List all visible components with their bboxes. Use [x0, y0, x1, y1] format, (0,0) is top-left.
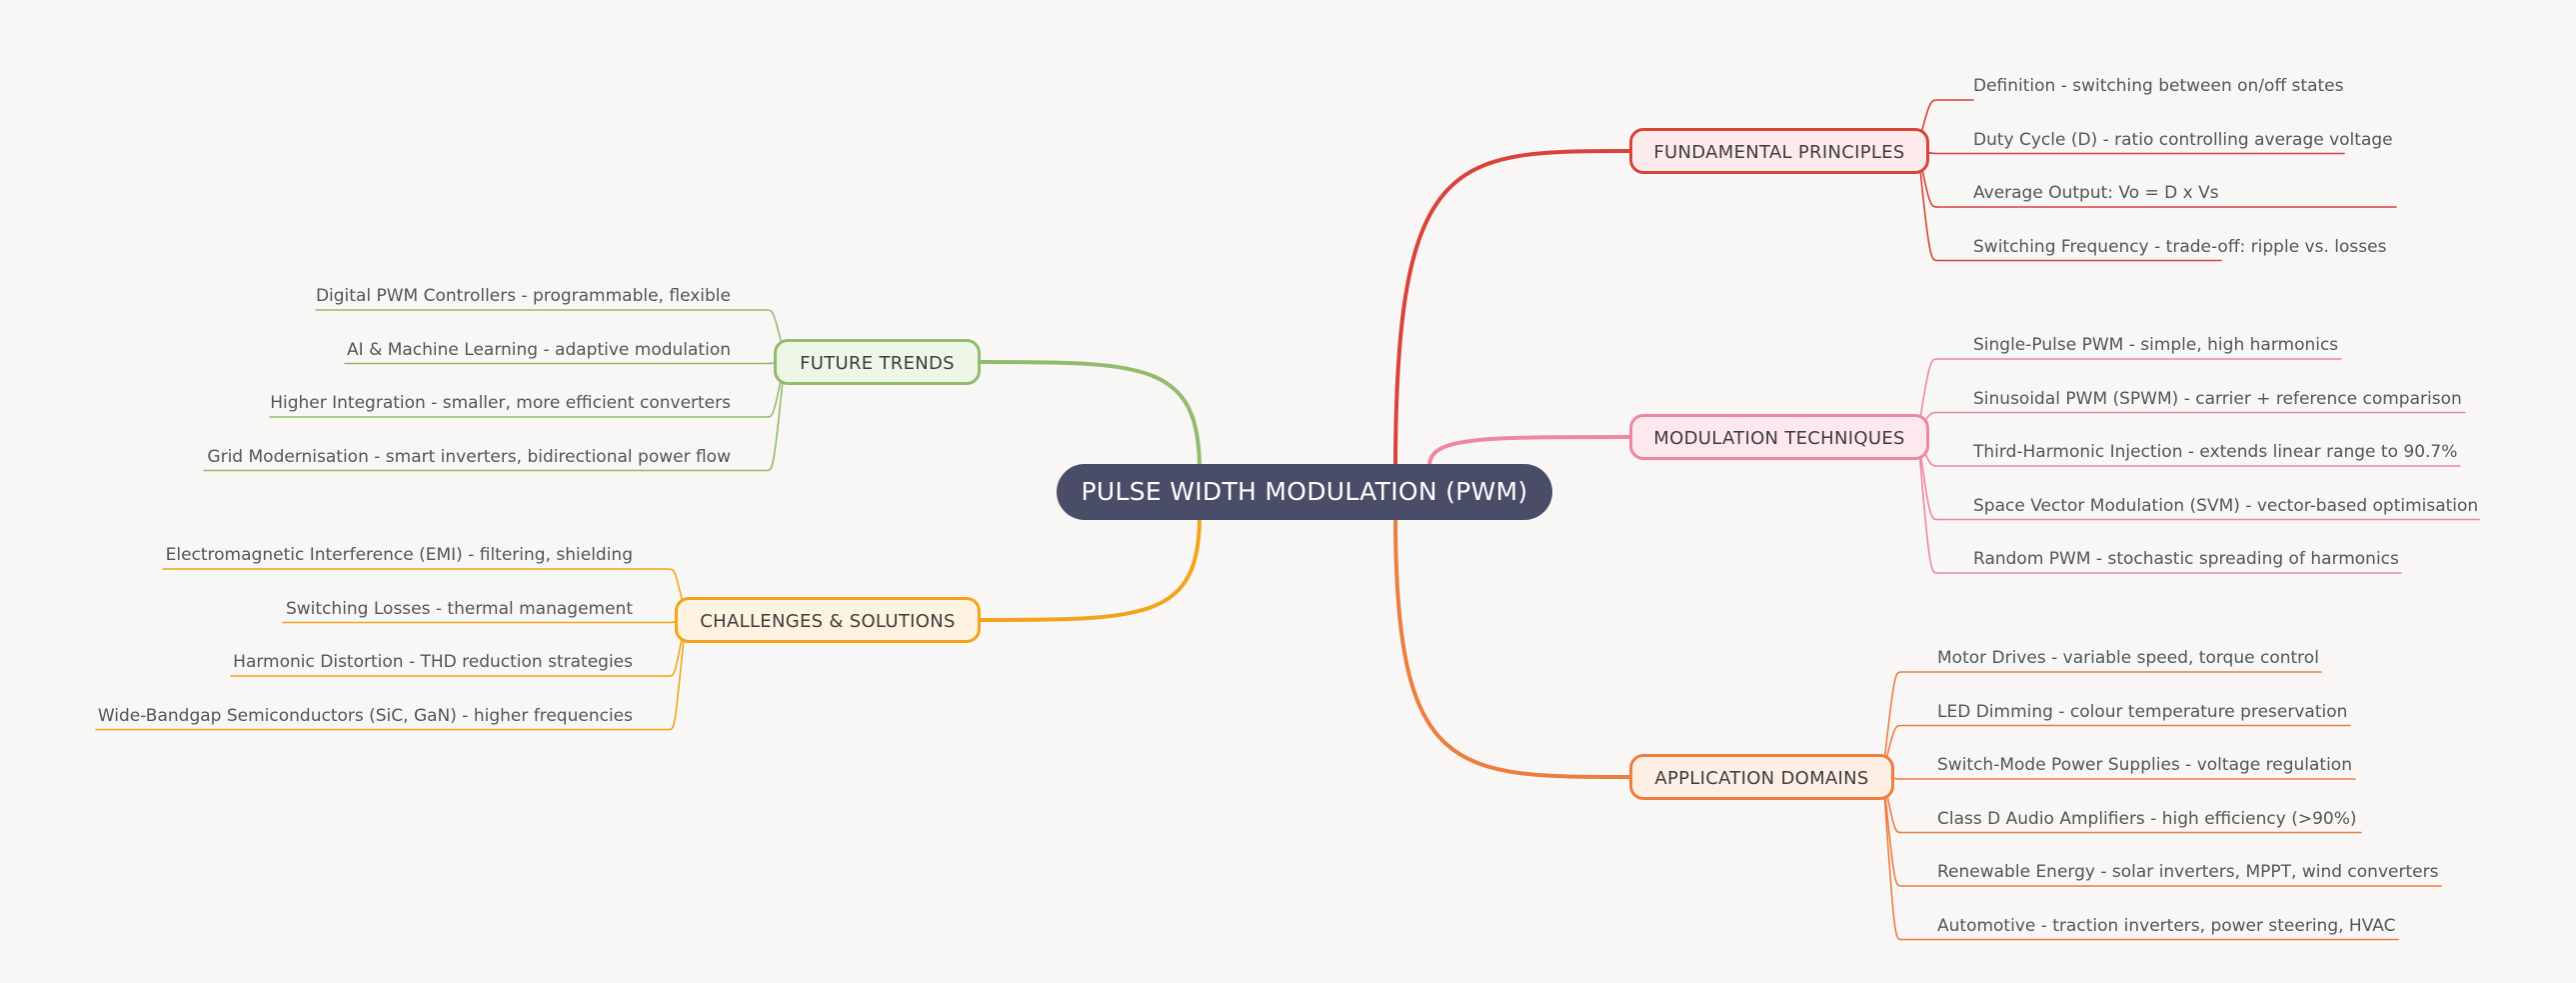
application-domains-leaf[interactable]: Automotive - traction inverters, power s…: [1937, 915, 2396, 936]
future-trends-leaf-connector: [766, 370, 785, 472]
branch-challenges-solutions[interactable]: CHALLENGES & SOLUTIONS: [675, 597, 981, 643]
application-domains-connector: [1393, 514, 1631, 779]
modulation-techniques-leaf-connector: [1918, 358, 1938, 426]
fundamental-principles-leaf[interactable]: Duty Cycle (D) - ratio controlling avera…: [1973, 129, 2393, 150]
modulation-techniques-leaf-connector: [1918, 442, 1938, 521]
future-trends-connector: [979, 360, 1202, 472]
fundamental-principles-leaf[interactable]: Average Output: Vo = D x Vs: [1973, 183, 2219, 203]
fundamental-principles-leaf[interactable]: Definition - switching between on/off st…: [1973, 76, 2344, 96]
application-domains-leaf-connector: [1883, 671, 1902, 763]
fundamental-principles-leaf-connector: [1918, 159, 1938, 262]
branch-application-domains[interactable]: APPLICATION DOMAINS: [1629, 754, 1894, 800]
application-domains-leaf-connector: [1883, 785, 1902, 887]
application-domains-leaf[interactable]: LED Dimming - colour temperature preserv…: [1937, 701, 2348, 722]
modulation-techniques-leaf[interactable]: Random PWM - stochastic spreading of har…: [1973, 549, 2399, 569]
application-domains-leaf[interactable]: Class D Audio Amplifiers - high efficien…: [1937, 808, 2357, 829]
modulation-techniques-leaf[interactable]: Space Vector Modulation (SVM) - vector-b…: [1973, 495, 2479, 516]
challenges-solutions-connector: [979, 514, 1202, 622]
future-trends-leaf[interactable]: Higher Integration - smaller, more effic…: [270, 393, 731, 413]
modulation-techniques-leaf-connector: [1918, 448, 1938, 574]
fundamental-principles-connector: [1393, 149, 1631, 472]
modulation-techniques-leaf[interactable]: Single-Pulse PWM - simple, high harmonic…: [1973, 335, 2339, 355]
future-trends-leaf[interactable]: Grid Modernisation - smart inverters, bi…: [207, 446, 731, 467]
future-trends-leaf[interactable]: Digital PWM Controllers - programmable, …: [315, 286, 731, 306]
application-domains-leaf[interactable]: Switch-Mode Power Supplies - voltage reg…: [1937, 755, 2352, 775]
modulation-techniques-leaf[interactable]: Sinusoidal PWM (SPWM) - carrier + refere…: [1973, 388, 2462, 409]
challenges-solutions-leaf-connector: [668, 628, 686, 731]
modulation-techniques-connector: [1427, 435, 1631, 468]
challenges-solutions-leaf[interactable]: Wide-Bandgap Semiconductors (SiC, GaN) -…: [97, 705, 633, 726]
branch-future-trends[interactable]: FUTURE TRENDS: [774, 339, 981, 385]
application-domains-leaf[interactable]: Motor Drives - variable speed, torque co…: [1937, 648, 2319, 668]
branch-fundamental-principles[interactable]: FUNDAMENTAL PRINCIPLES: [1629, 128, 1929, 174]
branch-modulation-techniques[interactable]: MODULATION TECHNIQUES: [1629, 414, 1929, 460]
root-node[interactable]: PULSE WIDTH MODULATION (PWM): [1057, 464, 1552, 520]
modulation-techniques-leaf[interactable]: Third-Harmonic Injection - extends linea…: [1973, 442, 2458, 462]
future-trends-leaf[interactable]: AI & Machine Learning - adaptive modulat…: [347, 339, 731, 360]
challenges-solutions-leaf[interactable]: Switching Losses - thermal management: [285, 598, 633, 619]
challenges-solutions-leaf[interactable]: Harmonic Distortion - THD reduction stra…: [233, 652, 633, 672]
fundamental-principles-leaf[interactable]: Switching Frequency - trade-off: ripple …: [1973, 236, 2387, 257]
application-domains-leaf[interactable]: Renewable Energy - solar inverters, MPPT…: [1937, 862, 2439, 882]
application-domains-leaf-connector: [1883, 791, 1902, 941]
challenges-solutions-leaf[interactable]: Electromagnetic Interference (EMI) - fil…: [165, 545, 633, 565]
